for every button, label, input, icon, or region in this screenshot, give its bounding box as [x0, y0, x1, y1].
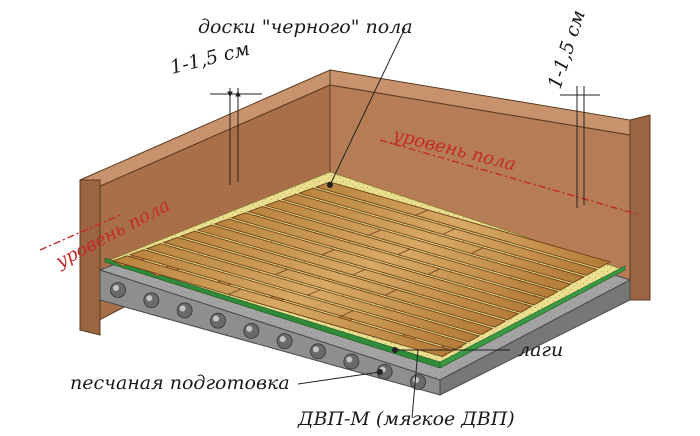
board [179, 230, 507, 328]
label-boards: доски "черного" пола [198, 16, 413, 38]
board [128, 249, 468, 350]
label-sand-bed: песчаная подготовка [70, 372, 290, 394]
board [263, 199, 572, 291]
leader-lines [297, 27, 510, 419]
board [230, 212, 546, 306]
floor-level-lines [39, 139, 641, 251]
slab-cores [110, 282, 426, 390]
board [314, 181, 612, 269]
label-joists: лаги [518, 339, 563, 361]
gap-marks-left [210, 88, 262, 185]
label-fiberboard: ДВП-М (мягкое ДВП) [297, 408, 515, 430]
label-gap-left: 1-1,5 см [168, 38, 252, 79]
board [280, 193, 586, 284]
board [111, 255, 455, 358]
subfloor-boards [111, 181, 612, 358]
fiberboard-layer [104, 257, 626, 369]
label-gap-right: 1-1,5 см [544, 8, 590, 92]
board [162, 236, 494, 336]
gap-marks-right [560, 86, 600, 208]
board [213, 218, 533, 313]
right-wall [629, 114, 651, 301]
